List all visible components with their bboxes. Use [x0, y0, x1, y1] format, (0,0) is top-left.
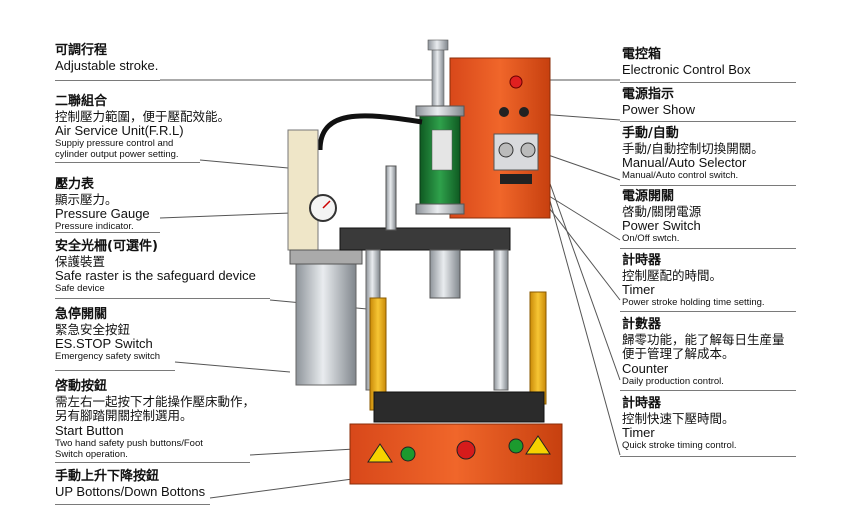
label-line: 手動/自動控制切換開關。 [622, 140, 764, 156]
label-line: Counter [622, 360, 669, 376]
underline [55, 232, 160, 233]
label-title: 壓力表 [55, 177, 95, 192]
underline [55, 80, 160, 81]
label-line: Quick stroke timing control. [622, 440, 737, 452]
label-line: 歸零功能，能了解每日生産量 [622, 331, 785, 347]
underline [620, 456, 796, 457]
label-title: 電源開關 [622, 189, 675, 204]
label-pressure-gauge: 壓力表 顯示壓力。 Pressure Gauge Pressure indica… [55, 177, 150, 233]
label-line: cylinder output power setting. [55, 149, 179, 161]
label-air-service-unit: 二聯組合 控制壓力範圍，便于壓配效能。 Air Service Unit(F.R… [55, 94, 231, 161]
label-line: 控制壓力範圍，便于壓配效能。 [55, 108, 231, 124]
underline [620, 311, 796, 312]
underline [55, 370, 175, 371]
label-line: 便于管理了解成本。 [622, 346, 735, 362]
label-line: Manual/Auto control switch. [622, 170, 739, 182]
label-title: 電源指示 [622, 87, 675, 102]
label-line: Pressure Gauge [55, 206, 150, 222]
underline [620, 82, 796, 83]
label-title: 計數器 [622, 317, 662, 332]
label-start-button: 啓動按鈕 需左右一起按下才能操作壓床動作， 另有腳踏開關控制選用。 Start … [55, 379, 256, 460]
label-line: 啓動/關閉電源 [622, 203, 702, 219]
label-line: Switch operation. [55, 448, 128, 460]
label-line: Manual/Auto Selector [622, 155, 747, 171]
underline [620, 390, 796, 391]
label-line: Emergency safety switch [55, 351, 161, 363]
underline [620, 248, 796, 249]
label-title: 安全光柵(可選件) [55, 239, 158, 254]
label-line: Suppiy pressure control and [55, 138, 174, 150]
label-line: Timer [622, 282, 655, 298]
label-counter: 計數器 歸零功能，能了解每日生産量 便于管理了解成本。 Counter Dail… [622, 317, 785, 388]
label-timer-power-stroke: 計時器 控制壓配的時間。 Timer Power stroke holding … [622, 253, 765, 309]
label-title: 手動上升下降按鈕 [55, 469, 160, 484]
label-line: Two hand safety push buttons/Foot [55, 437, 203, 449]
label-title: 計時器 [622, 396, 662, 411]
label-line: Daily production control. [622, 375, 724, 387]
label-line: ES.STOP Switch [55, 336, 153, 352]
label-line: Timer [622, 425, 655, 441]
label-up-down-buttons: 手動上升下降按鈕 UP Bottons/Down Bottons [55, 469, 206, 500]
label-title: 電控箱 [622, 47, 662, 62]
underline [55, 462, 250, 463]
label-safe-raster: 安全光柵(可選件) 保護裝置 Safe raster is the safegu… [55, 239, 256, 295]
underline [55, 504, 210, 505]
label-line: Power stroke holding time setting. [622, 297, 765, 309]
label-title: 二聯組合 [55, 94, 108, 109]
label-line: Pressure indicator. [55, 221, 134, 233]
label-line: Air Service Unit(F.R.L) [55, 123, 184, 139]
label-line: 緊急安全按鈕 [55, 321, 131, 337]
label-line: Start Button [55, 422, 124, 438]
label-title: 手動/自動 [622, 126, 679, 141]
underline [55, 162, 200, 163]
label-line: On/Off swtch. [622, 233, 680, 245]
label-title: 計時器 [622, 253, 662, 268]
label-power-show: 電源指示 Power Show [622, 87, 695, 118]
underline [55, 298, 270, 299]
label-es-stop-switch: 急停開關 緊急安全按鈕 ES.STOP Switch Emergency saf… [55, 307, 161, 363]
label-line: 另有腳踏開關控制選用。 [55, 408, 193, 424]
label-line: Safe raster is the safeguard device [55, 268, 256, 284]
label-line: 控制快速下壓時間。 [622, 410, 735, 426]
underline [620, 185, 796, 186]
label-electronic-control-box: 電控箱 Electronic Control Box [622, 47, 751, 78]
label-line: 控制壓配的時間。 [622, 267, 723, 283]
label-line: Power Switch [622, 218, 701, 234]
label-title: 急停開關 [55, 307, 108, 322]
label-line: Adjustable stroke. [55, 57, 159, 73]
label-manual-auto-selector: 手動/自動 手動/自動控制切換開關。 Manual/Auto Selector … [622, 126, 764, 182]
label-line: 顯示壓力。 [55, 191, 118, 207]
label-title: 啓動按鈕 [55, 379, 108, 394]
label-power-switch: 電源開關 啓動/關閉電源 Power Switch On/Off swtch. [622, 189, 702, 245]
label-title: 可調行程 [55, 43, 108, 58]
label-line: Power Show [622, 101, 695, 117]
label-line: 保護裝置 [55, 253, 106, 269]
label-line: UP Bottons/Down Bottons [55, 483, 206, 499]
label-line: 需左右一起按下才能操作壓床動作， [55, 393, 256, 409]
label-line: Electronic Control Box [622, 61, 751, 77]
label-adjustable-stroke: 可調行程 Adjustable stroke. [55, 43, 159, 74]
label-timer-quick-stroke: 計時器 控制快速下壓時間。 Timer Quick stroke timing … [622, 396, 737, 452]
label-line: Safe device [55, 283, 105, 295]
underline [620, 121, 796, 122]
